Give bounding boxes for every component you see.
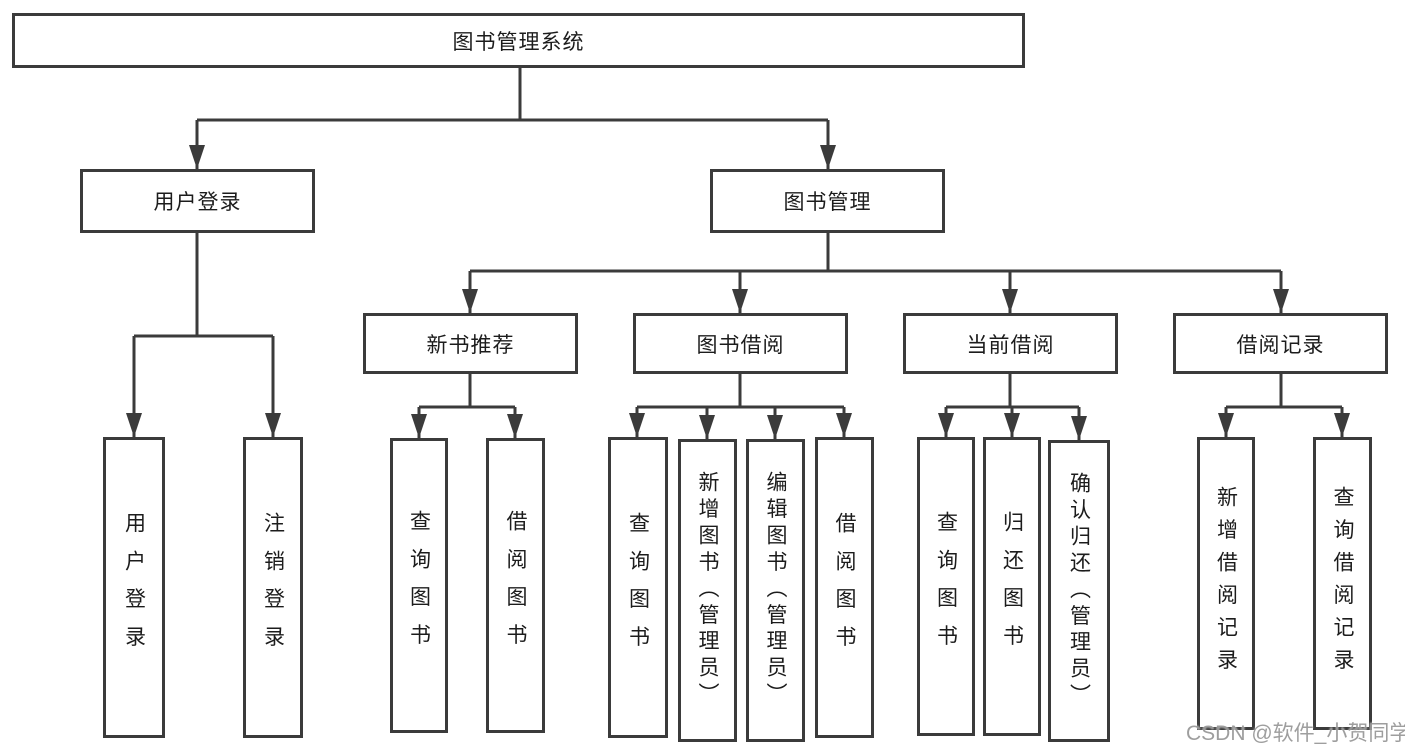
node-current-borrowing: 当前借阅 xyxy=(903,313,1118,374)
node-label: 用户登录 xyxy=(153,191,242,214)
leaf-user-login: 用户登录 xyxy=(103,437,165,738)
node-label: 当前借阅 xyxy=(966,333,1055,357)
leaf-query-books-borrow: 查询图书 xyxy=(608,437,668,738)
node-label: 图书管理系统 xyxy=(452,30,585,54)
node-label: 编辑图书（管理员） xyxy=(764,471,787,710)
node-book-borrowing: 图书借阅 xyxy=(633,313,848,374)
node-new-book-recommend: 新书推荐 xyxy=(363,313,578,374)
leaf-add-borrow-record: 新增借阅记录 xyxy=(1197,437,1255,730)
leaf-edit-books-admin: 编辑图书（管理员） xyxy=(746,439,805,742)
node-label: 查询图书 xyxy=(934,510,958,663)
leaf-query-books-current: 查询图书 xyxy=(917,437,975,736)
node-user-login-branch: 用户登录 xyxy=(80,169,315,233)
leaf-borrow-books: 借阅图书 xyxy=(815,437,874,738)
node-label: 注销登录 xyxy=(261,511,285,664)
node-label: 归还图书 xyxy=(1000,510,1024,663)
leaf-query-books-recommend: 查询图书 xyxy=(390,438,448,733)
leaf-return-books: 归还图书 xyxy=(983,437,1041,736)
node-label: 借阅图书 xyxy=(833,511,856,664)
node-label: 图书管理 xyxy=(783,191,872,214)
leaf-add-books-admin: 新增图书（管理员） xyxy=(678,439,737,742)
csdn-watermark: CSDN @软件_小贺同学 xyxy=(1186,722,1405,745)
node-label: 借阅记录 xyxy=(1236,333,1325,357)
node-book-management-branch: 图书管理 xyxy=(710,169,945,233)
leaf-confirm-return-admin: 确认归还（管理员） xyxy=(1048,440,1110,742)
node-label: 查询图书 xyxy=(407,509,431,662)
leaf-logout: 注销登录 xyxy=(243,437,303,738)
node-label: 图书借阅 xyxy=(696,333,785,357)
node-library-management-system: 图书管理系统 xyxy=(12,13,1025,68)
node-label: 查询图书 xyxy=(626,511,650,664)
node-label: 确认归还（管理员） xyxy=(1067,471,1091,711)
node-label: 新增图书（管理员） xyxy=(696,471,719,710)
node-borrowing-records: 借阅记录 xyxy=(1173,313,1388,374)
node-label: 借阅图书 xyxy=(504,509,527,662)
leaf-query-borrow-record: 查询借阅记录 xyxy=(1313,437,1372,730)
node-label: 新增借阅记录 xyxy=(1214,485,1238,682)
leaf-borrow-books-recommend: 借阅图书 xyxy=(486,438,545,733)
node-label: 用户登录 xyxy=(122,511,146,664)
node-label: 查询借阅记录 xyxy=(1331,485,1354,682)
node-label: 新书推荐 xyxy=(426,333,515,357)
